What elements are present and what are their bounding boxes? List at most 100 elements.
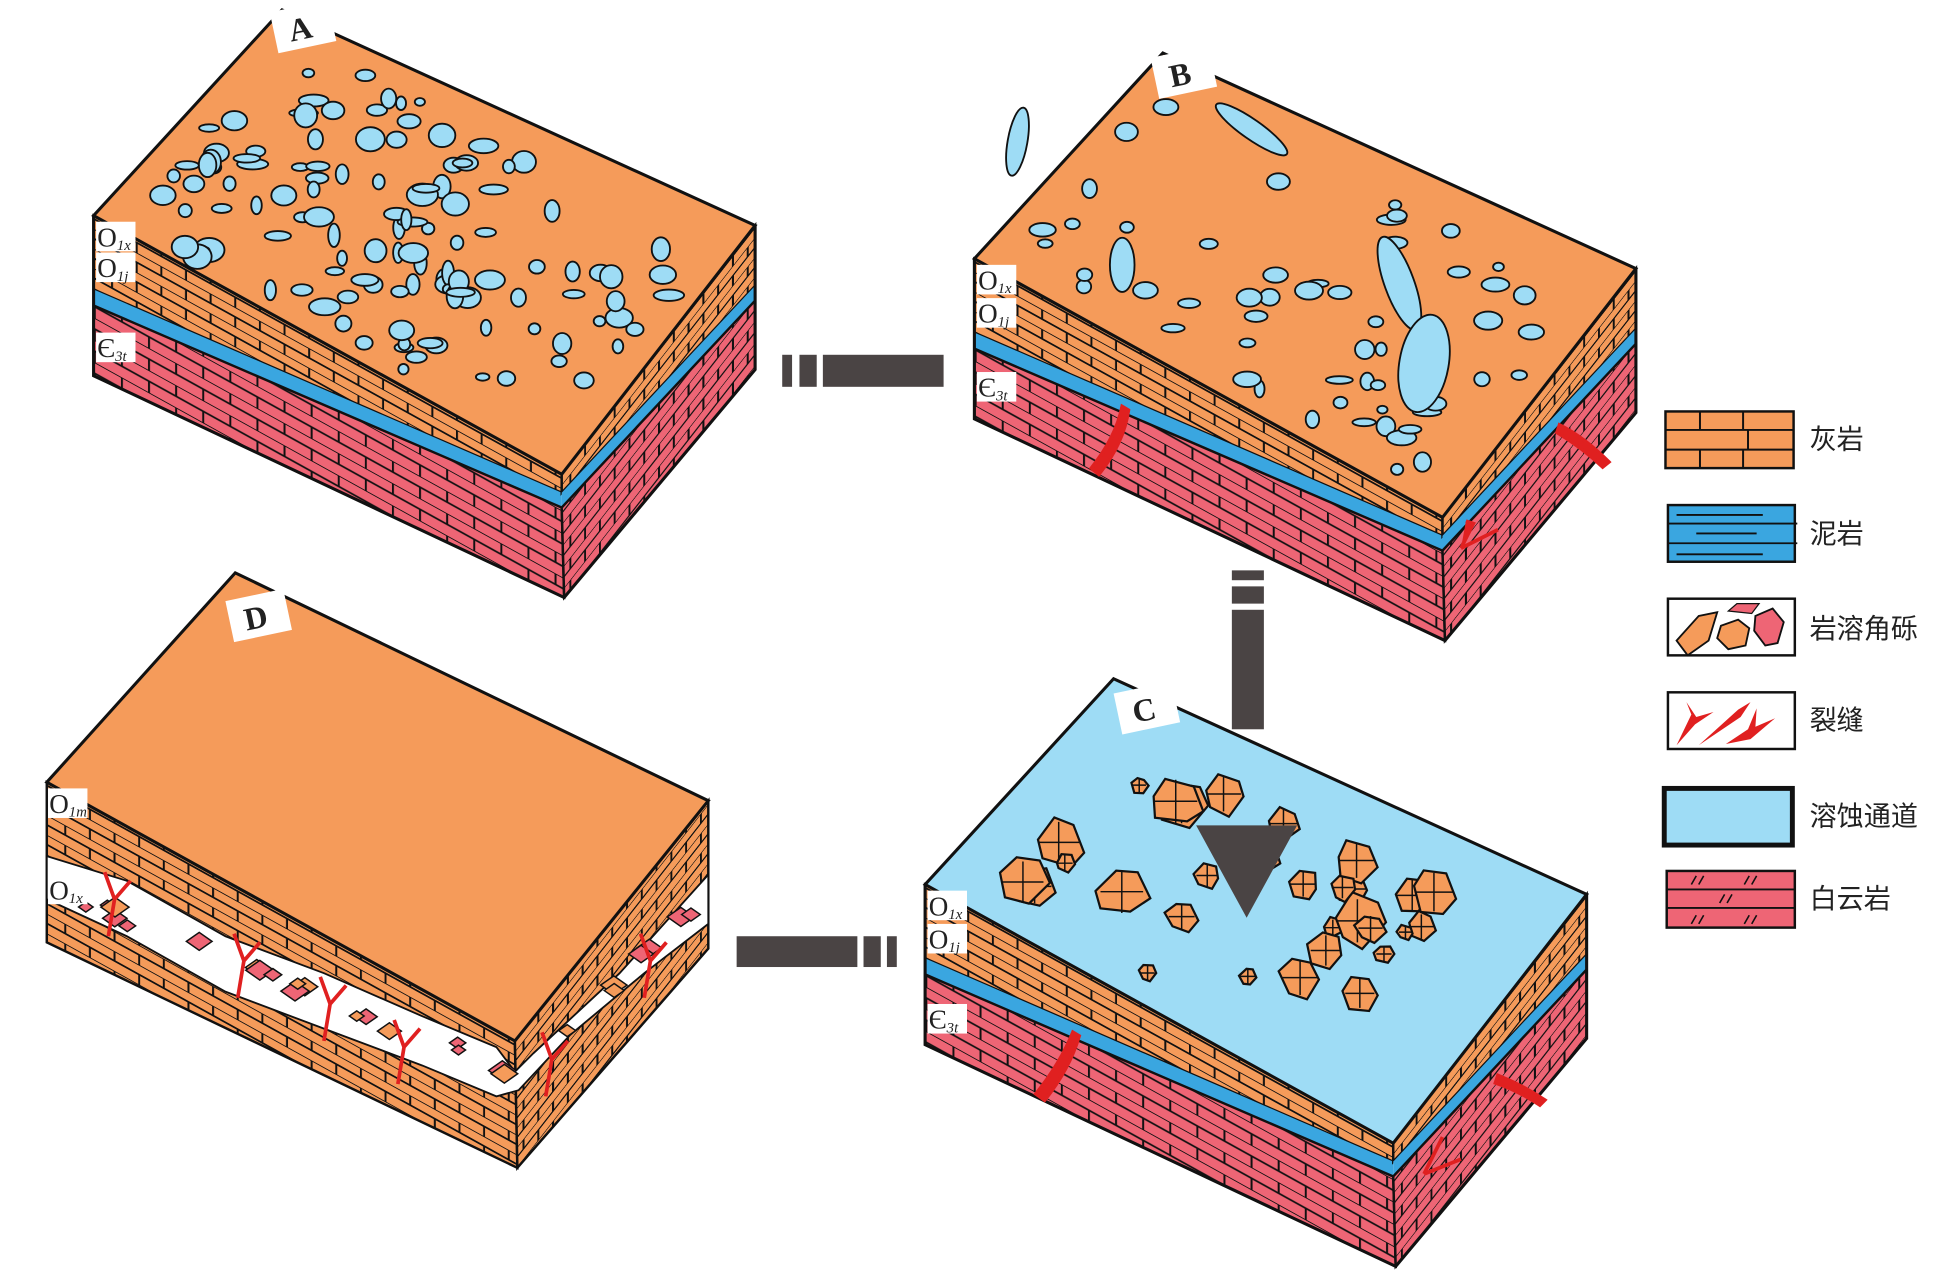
- channel: [1005, 106, 1030, 177]
- pore: [445, 286, 476, 298]
- pore: [1198, 237, 1219, 250]
- pore: [467, 137, 500, 155]
- channel: [1108, 236, 1136, 293]
- channel: [1397, 313, 1451, 414]
- pore: [1081, 178, 1098, 199]
- pore: [416, 337, 444, 350]
- pore: [478, 183, 509, 196]
- pore: [648, 264, 677, 285]
- stratum-label: Є3t: [927, 1003, 967, 1036]
- pore: [427, 122, 457, 148]
- breccia-clast: [1372, 945, 1396, 964]
- stratum-label: O1j: [976, 298, 1017, 331]
- pore: [1332, 395, 1349, 410]
- breccia-clast: [1192, 862, 1220, 891]
- breccia-clast: [262, 967, 284, 982]
- svg-text:O1j: O1j: [978, 299, 1009, 331]
- pore: [528, 259, 546, 275]
- arrow-c-to-d: [736, 936, 897, 968]
- pore: [552, 332, 573, 355]
- breccia-clast: [1412, 869, 1458, 916]
- legend-label: 岩溶角砾: [1810, 614, 1918, 645]
- pore: [354, 68, 377, 83]
- pore: [1177, 297, 1202, 309]
- pore: [1235, 287, 1263, 308]
- fracture: [318, 976, 348, 1042]
- pore: [1064, 217, 1081, 231]
- breccia-clast: [1352, 915, 1388, 945]
- pore: [496, 370, 517, 387]
- panel-d: D: [44, 570, 711, 1172]
- svg-text:O1j: O1j: [929, 925, 960, 957]
- pore: [1492, 261, 1505, 272]
- svg-text:O1x: O1x: [978, 265, 1012, 297]
- breccia-clast: [117, 919, 137, 933]
- svg-text:O1x: O1x: [97, 222, 131, 254]
- breccia-clast: [1408, 909, 1438, 943]
- karst-breccia: [77, 871, 702, 1097]
- pore: [1390, 462, 1405, 476]
- pore: [1119, 220, 1135, 234]
- pore: [474, 269, 506, 291]
- pore: [336, 289, 360, 305]
- pore: [293, 102, 319, 129]
- breccia-clast: [1237, 967, 1258, 986]
- pore: [1262, 266, 1289, 284]
- breccia-clast: [1395, 923, 1414, 942]
- pore: [1076, 267, 1094, 282]
- panel-a: A: [91, 0, 758, 600]
- fracture: [102, 871, 132, 937]
- pore: [510, 287, 527, 308]
- pore: [440, 191, 470, 217]
- svg-text:O1x: O1x: [49, 875, 83, 907]
- pore: [1114, 121, 1139, 142]
- pore: [527, 322, 542, 336]
- pore: [1238, 337, 1257, 349]
- pore: [564, 260, 581, 283]
- pore: [411, 182, 441, 194]
- dolomite-swatch: [1665, 869, 1797, 929]
- pore: [198, 123, 221, 133]
- pore: [1036, 238, 1054, 249]
- pore: [397, 242, 429, 264]
- pore: [327, 222, 341, 248]
- pore: [263, 279, 277, 302]
- fracture: [232, 933, 262, 999]
- pore: [1388, 199, 1403, 211]
- pore: [1386, 208, 1408, 223]
- pore: [1294, 280, 1324, 301]
- pore: [380, 87, 398, 110]
- breccia-clast: [557, 1023, 578, 1038]
- mudstone-swatch: [1666, 503, 1798, 563]
- pore: [166, 168, 181, 184]
- fracture: [392, 1019, 422, 1085]
- breccia-clast: [185, 931, 214, 952]
- breccia-clast: [1137, 963, 1158, 983]
- pore: [232, 153, 262, 164]
- fracture: [1033, 1029, 1548, 1176]
- fracture: [1088, 403, 1612, 550]
- breccia-clast: [353, 1008, 379, 1026]
- breccia-clast: [1341, 975, 1379, 1013]
- pore: [390, 284, 410, 299]
- pore: [1327, 284, 1353, 301]
- pore: [1304, 409, 1321, 429]
- pore: [400, 208, 413, 232]
- legend-label: 裂缝: [1810, 705, 1864, 736]
- pore: [220, 110, 249, 132]
- pore: [1367, 315, 1385, 329]
- stratum-label: O1j: [927, 923, 967, 957]
- breccia-clast: [1205, 773, 1245, 819]
- pore: [1152, 98, 1180, 116]
- pore: [336, 249, 348, 267]
- stratum-label: O1j: [96, 252, 136, 285]
- pore: [395, 95, 407, 111]
- karst-breccia-swatch: [1666, 597, 1797, 657]
- stratum-label: O1x: [48, 874, 88, 907]
- pore: [320, 100, 346, 121]
- pore: [1375, 415, 1397, 438]
- breccia-clast: [1305, 931, 1343, 971]
- pore: [405, 273, 421, 296]
- breccia-clast: [1055, 853, 1077, 874]
